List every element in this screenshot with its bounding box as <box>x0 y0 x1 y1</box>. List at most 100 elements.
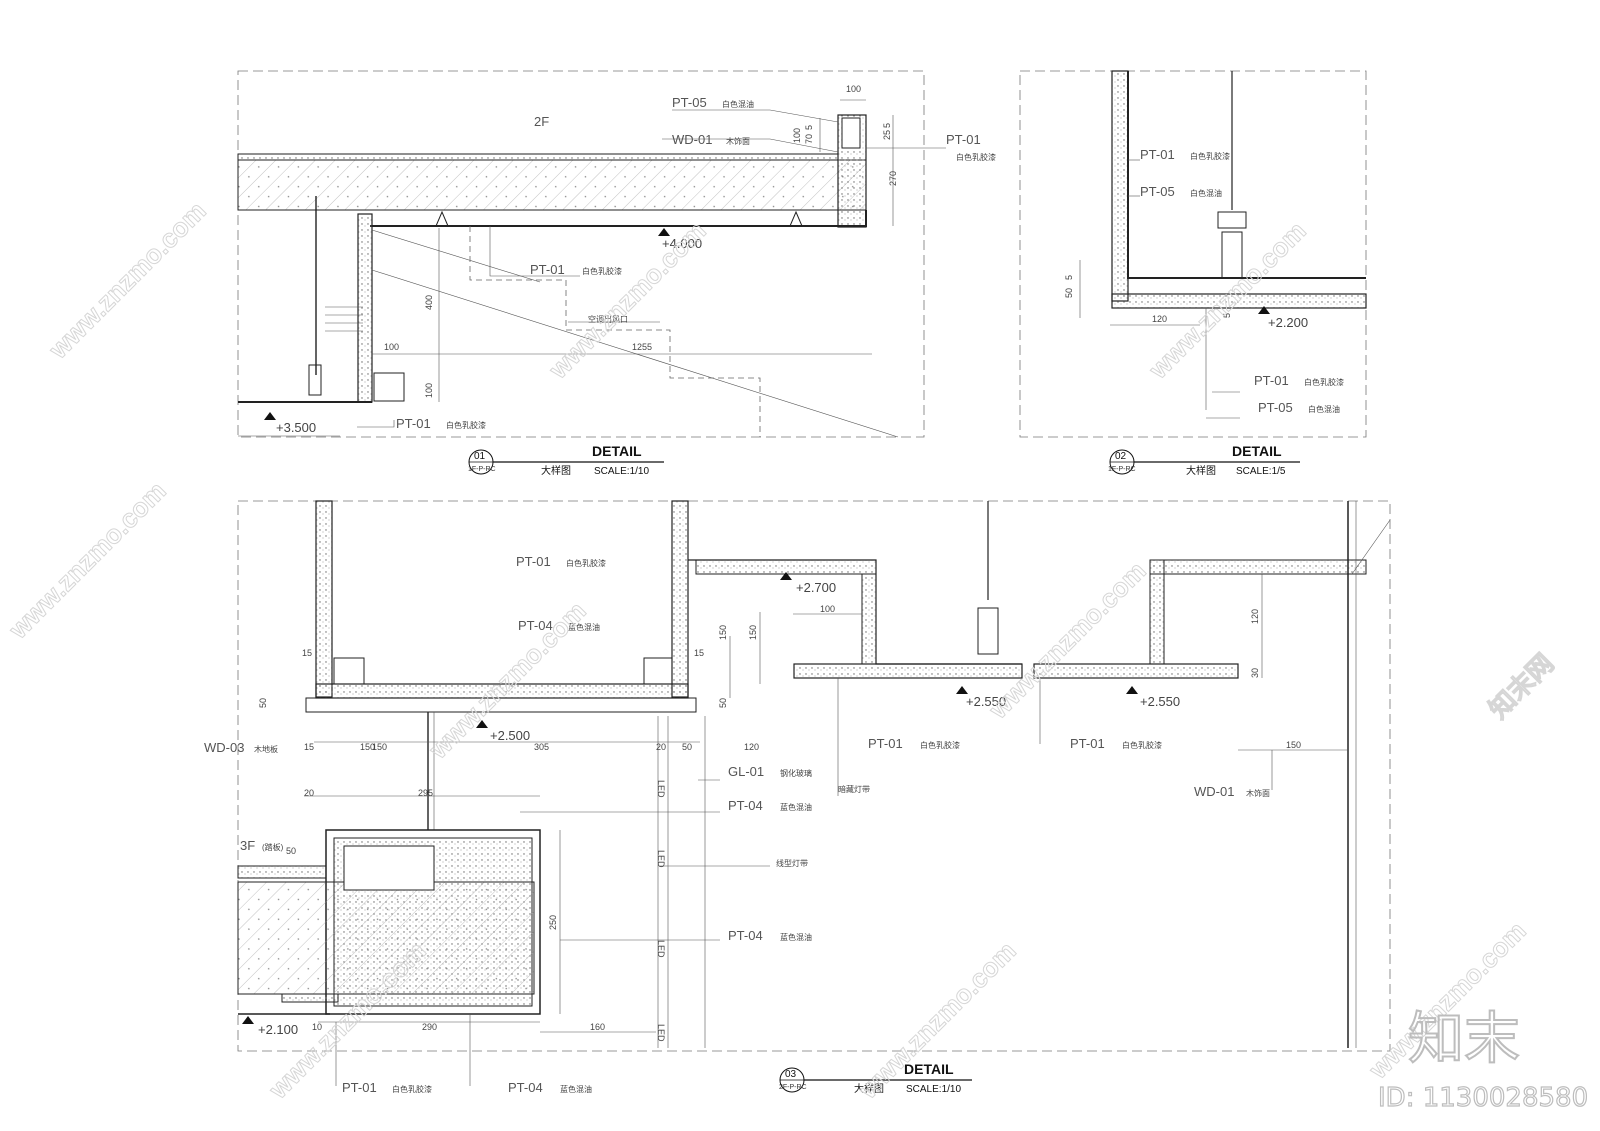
detail-03-subtitle: 大样图 <box>854 1082 884 1095</box>
level-2550: +2.550 <box>966 694 1006 709</box>
callout-wd03: WD-03 <box>204 740 244 755</box>
detail-01-cap <box>841 117 861 149</box>
dim-text: 15 <box>302 648 312 658</box>
callout-pt05: PT-05 <box>1140 184 1175 199</box>
level-3500: +3.500 <box>276 420 316 435</box>
callout-cn: 木饰面 <box>1246 788 1270 798</box>
dim-text: 70 <box>804 134 814 144</box>
callout-pt01: PT-01 <box>868 736 903 751</box>
dim-text: 50 <box>258 698 268 708</box>
level-marker-3500 <box>264 412 276 420</box>
dim-text: 250 <box>548 915 558 930</box>
callout-cn: 白色乳胶漆 <box>392 1084 432 1094</box>
detail-03: +2.700 +2.550 +2.550 +2.500 +2.100 3F (踏… <box>204 500 1391 1095</box>
detail-02-title: DETAIL <box>1232 443 1282 459</box>
dim-text: 5 <box>804 125 814 130</box>
callout-pt01: PT-01 <box>1070 736 1105 751</box>
detail-01-frame <box>237 70 925 438</box>
dims-03: 15 150 15 150 150 50 50 15 150 305 20 50… <box>258 604 1301 1032</box>
callout-pt05: PT-05 <box>672 95 707 110</box>
dim-text: 120 <box>744 742 759 752</box>
floor-label-2f: 2F <box>534 114 549 129</box>
detail-01-timber-block <box>373 372 405 402</box>
callout-cn: 木饰面 <box>726 136 750 146</box>
detail-02-subtitle: 大样图 <box>1186 464 1216 477</box>
detail-03-ref: 2F-P-RC <box>779 1084 807 1091</box>
detail-02-number: 02 <box>1115 451 1127 462</box>
callout-pt04: PT-04 <box>518 618 553 633</box>
dim-text: 400 <box>424 295 434 310</box>
watermark: www.znzmo.com <box>42 196 211 365</box>
detail-01-drop-wall <box>357 213 373 403</box>
dim-text: 150 <box>372 742 387 752</box>
callout-cn: 白色乳胶漆 <box>956 152 996 162</box>
level-marker-2200 <box>1258 306 1270 314</box>
detail-03-frame <box>237 500 1391 1052</box>
callout-pt01: PT-01 <box>1254 373 1289 388</box>
callout-pt01: PT-01 <box>946 132 981 147</box>
callout-cn: 白色乳胶漆 <box>1304 377 1344 387</box>
callout-cn: 白色混油 <box>722 99 754 109</box>
dim-text: 50 <box>1064 288 1074 298</box>
led-label: LED <box>656 1024 666 1042</box>
callout-linear-light: 线型灯带 <box>776 858 808 868</box>
callout-pt04: PT-04 <box>728 798 763 813</box>
dim-text: 1255 <box>632 342 652 352</box>
dim-text: 20 <box>304 788 314 798</box>
callout-cn: 白色混油 <box>1190 188 1222 198</box>
callout-pt01: PT-01 <box>530 262 565 277</box>
dim-text: 100 <box>846 84 861 94</box>
dim-text: 100 <box>384 342 399 352</box>
callout-cn: 白色乳胶漆 <box>582 266 622 276</box>
dim-text: 30 <box>1250 668 1260 678</box>
dim-text: 50 <box>682 742 692 752</box>
dim-text: 100 <box>792 128 802 143</box>
detail-02: +2.200 5 50 120 5 PT-01 白色乳胶漆 PT-05 白色混油… <box>1019 70 1367 477</box>
callout-hidden-light: 暗藏灯带 <box>838 784 870 794</box>
dim-text: 50 <box>718 698 728 708</box>
led-label: LED <box>656 850 666 868</box>
callout-pt04: PT-04 <box>728 928 763 943</box>
led-label: LED <box>656 780 666 798</box>
dim-text: 305 <box>534 742 549 752</box>
watermark: www.znzmo.com <box>542 216 711 385</box>
led-label: LED <box>656 940 666 958</box>
floor-note: (踏板) <box>262 842 284 852</box>
level-2700: +2.700 <box>796 580 836 595</box>
dim-text: 25 <box>882 130 892 140</box>
callout-cn: 木地板 <box>254 744 278 754</box>
dim-text: 270 <box>888 171 898 186</box>
watermark: www.znzmo.com <box>982 556 1151 725</box>
callout-cn: 蓝色混油 <box>780 932 812 942</box>
callout-pt05: PT-05 <box>1258 400 1293 415</box>
detail-01-subtitle: 大样图 <box>541 464 571 477</box>
watermark: www.znzmo.com <box>2 476 171 645</box>
callout-pt01: PT-01 <box>516 554 551 569</box>
callout-cn: 白色乳胶漆 <box>446 420 486 430</box>
callout-cn: 白色乳胶漆 <box>1122 740 1162 750</box>
dim-text: 100 <box>424 383 434 398</box>
watermark: 知末网 <box>1483 648 1559 724</box>
dim-text: 5 <box>882 123 892 128</box>
detail-01-number: 01 <box>474 451 486 462</box>
brand-logo: 知末 <box>1408 1007 1520 1072</box>
dim-text: 150 <box>360 742 375 752</box>
level-marker-2100 <box>242 1016 254 1024</box>
dim-text: 290 <box>422 1022 437 1032</box>
callout-cn: 白色乳胶漆 <box>1190 151 1230 161</box>
dim-text: 120 <box>1152 314 1167 324</box>
detail-01-ceiling-line <box>370 210 867 227</box>
dim-text: 100 <box>820 604 835 614</box>
dim-text: 120 <box>1250 609 1260 624</box>
level-4000: +4.000 <box>662 236 702 251</box>
detail-01-ref: 1F-P-RC <box>468 466 496 473</box>
dim-text: 295 <box>418 788 433 798</box>
level-marker-2500 <box>476 720 488 728</box>
detail-03-scale: SCALE:1/10 <box>906 1084 961 1095</box>
callout-gl01: GL-01 <box>728 764 764 779</box>
detail-02-ref: 1F-P-RC <box>1108 466 1136 473</box>
callout-cn: 蓝色混油 <box>568 622 600 632</box>
level-marker-2550a <box>956 686 968 694</box>
callout-cn: 钢化玻璃 <box>780 768 812 778</box>
detail-03-title: DETAIL <box>904 1061 954 1077</box>
